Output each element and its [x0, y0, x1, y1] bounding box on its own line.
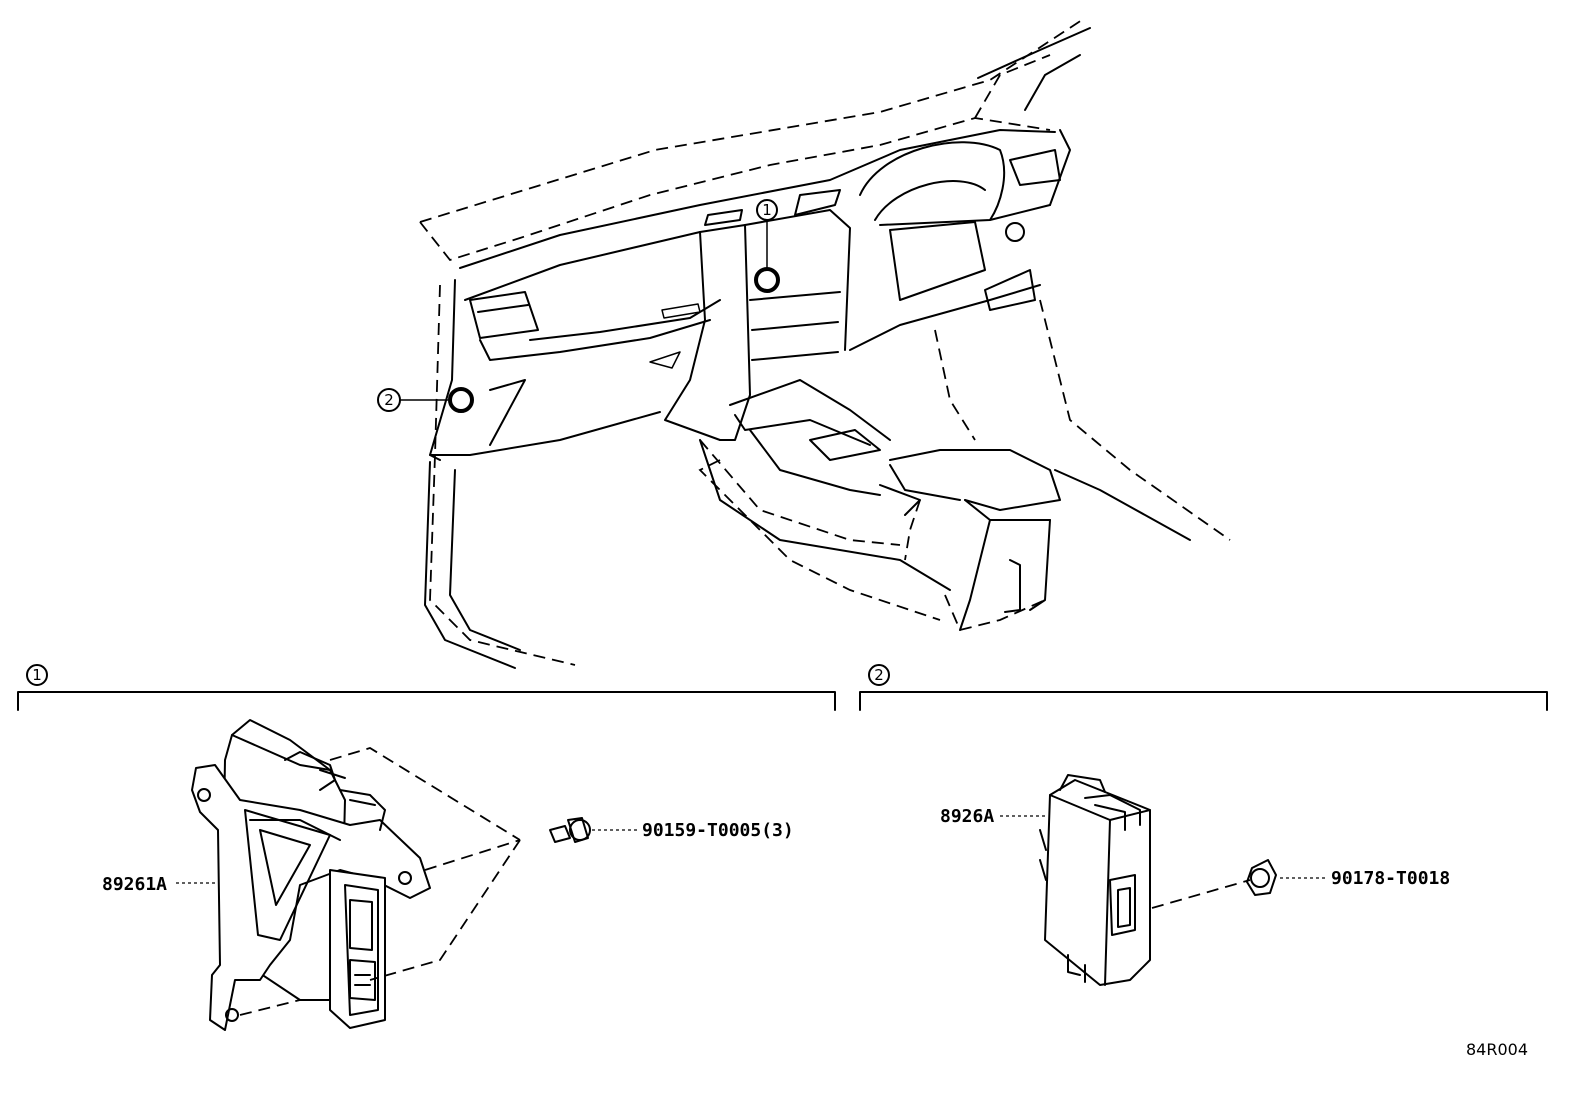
ecu-bracket-assembly [191, 719, 431, 1031]
location-marker-2: 2 [377, 387, 474, 413]
module-part-number: 8926A [940, 806, 994, 827]
svg-text:1: 1 [32, 666, 42, 684]
bolt-icon [549, 817, 591, 843]
nut-icon [1246, 859, 1277, 896]
nut-part-number: 90178-T0018 [1331, 868, 1450, 889]
dashboard-illustration [419, 17, 1231, 669]
ecu-part-number: 89261A [102, 874, 167, 895]
section-1-header: 1 [17, 664, 836, 711]
svg-text:2: 2 [384, 391, 394, 409]
section-2-header: 2 [859, 664, 1548, 711]
svg-text:2: 2 [874, 666, 884, 684]
bolt-part-number: 90159-T0005(3) [642, 820, 794, 841]
section-2-leader-line [1151, 879, 1251, 909]
control-module [1039, 774, 1151, 986]
section-1-leader-lines [239, 747, 521, 1016]
location-marker-1: 1 [754, 199, 780, 293]
svg-text:1: 1 [762, 201, 772, 219]
reference-code: 84R004 [1466, 1040, 1528, 1059]
